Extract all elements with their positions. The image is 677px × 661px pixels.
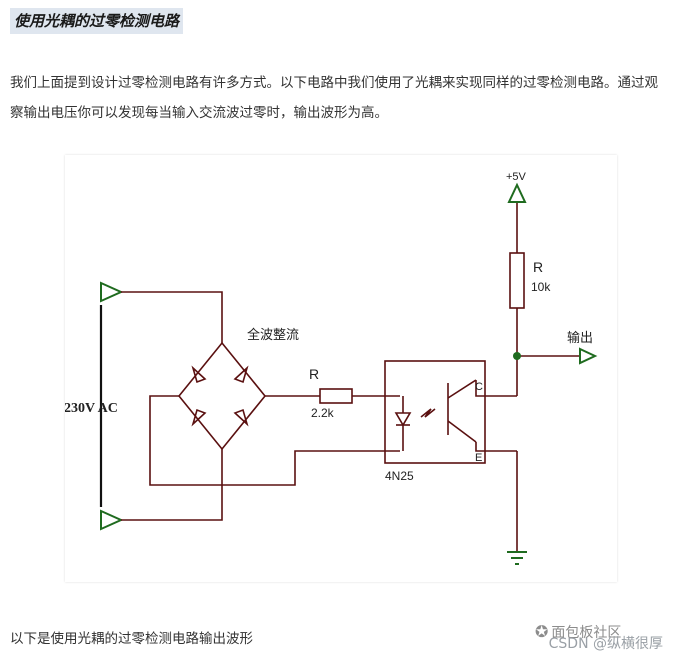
pullup-value: 10k bbox=[531, 280, 551, 294]
wire-ac-top bbox=[121, 291, 223, 343]
opto-label: 4N25 bbox=[385, 469, 414, 483]
optocoupler-box bbox=[384, 360, 486, 464]
circuit-diagram: +5V R 10k 输出 全波整流 R 2.2k 230V AC 4N25 C … bbox=[65, 155, 617, 582]
opto-led bbox=[394, 412, 412, 427]
output-label: 输出 bbox=[567, 330, 593, 346]
ac-source-label: 230V AC bbox=[65, 401, 118, 416]
section-heading: 使用光耦的过零检测电路 bbox=[10, 8, 184, 34]
figure-caption: 以下是使用光耦的过零检测电路输出波形 bbox=[10, 631, 253, 647]
vcc-label: +5V bbox=[506, 171, 527, 183]
vcc-arrow bbox=[507, 182, 527, 203]
series-resistor-value: 2.2k bbox=[311, 406, 335, 420]
series-resistor bbox=[319, 388, 353, 404]
wechat-watermark: ✪面包板社区 bbox=[535, 622, 622, 641]
series-resistor-label: R bbox=[309, 366, 319, 382]
junction-dot bbox=[513, 352, 521, 360]
pullup-resistor bbox=[509, 252, 525, 309]
bridge-diodes bbox=[191, 365, 249, 427]
output-arrow bbox=[579, 347, 598, 365]
opto-light-icon bbox=[420, 408, 436, 418]
ac-bottom-arrow bbox=[100, 509, 124, 531]
intro-paragraph: 我们上面提到设计过零检测电路有许多方式。以下电路中我们使用了光耦来实现同样的过零… bbox=[10, 75, 658, 121]
wire-return bbox=[149, 395, 400, 486]
wire-ac-bottom bbox=[121, 449, 223, 521]
pin-c-label: C bbox=[475, 381, 483, 393]
csdn-watermark: CSDN @纵横很厚 bbox=[548, 636, 663, 652]
circuit-svg: +5V R 10k 输出 全波整流 R 2.2k 230V AC 4N25 C … bbox=[65, 171, 598, 565]
pullup-label: R bbox=[533, 259, 543, 275]
ac-top-arrow bbox=[100, 281, 124, 303]
pin-e-label: E bbox=[475, 452, 482, 464]
rectifier-label: 全波整流 bbox=[247, 327, 299, 343]
bridge-rectifier bbox=[177, 341, 267, 451]
wechat-icon: ✪ bbox=[535, 622, 549, 641]
